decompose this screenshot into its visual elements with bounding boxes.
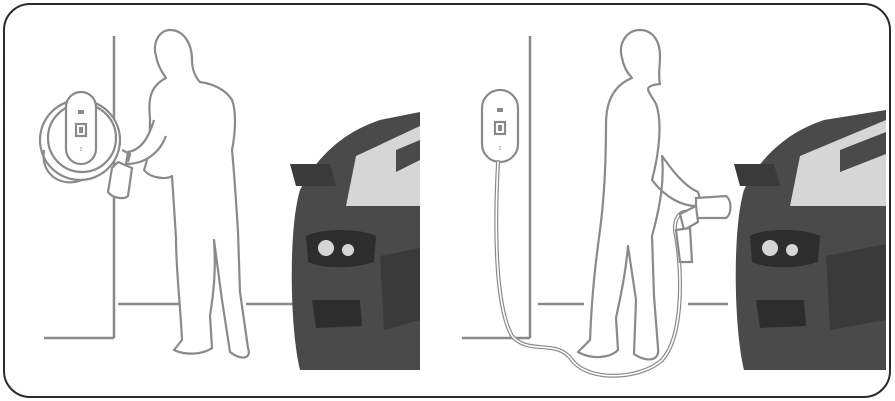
panel-divider	[420, 8, 440, 394]
charger-glyph: 2	[80, 147, 83, 153]
charger-glyph: 2	[499, 146, 502, 152]
